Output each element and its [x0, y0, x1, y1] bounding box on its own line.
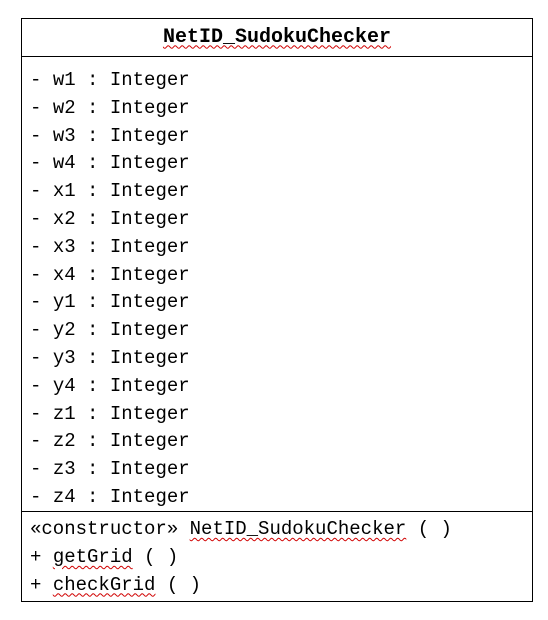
attribute-separator: : [87, 430, 99, 453]
attribute-name: w2 [52, 96, 76, 119]
attribute-separator: : [87, 207, 99, 230]
attribute-row: - x2 : Integer [30, 206, 532, 234]
attribute-separator: : [87, 346, 99, 369]
attribute-separator: : [87, 319, 99, 342]
attribute-type: Integer [109, 458, 190, 481]
attribute-type: Integer [109, 402, 190, 425]
attribute-visibility: - [30, 291, 42, 314]
constructor-stereotype: «constructor» [30, 518, 179, 540]
attribute-visibility: - [30, 430, 42, 453]
attribute-name: z3 [52, 458, 76, 481]
attribute-separator: : [87, 485, 99, 508]
method-visibility: + [30, 545, 42, 568]
attribute-row: - x1 : Integer [30, 178, 532, 206]
attribute-separator: : [87, 235, 99, 258]
attribute-type: Integer [109, 346, 190, 369]
attribute-name: w4 [52, 152, 76, 175]
attribute-visibility: - [30, 180, 42, 203]
attribute-row: - y3 : Integer [30, 345, 532, 373]
attribute-name: z2 [52, 430, 76, 453]
attribute-type: Integer [109, 374, 190, 397]
attribute-separator: : [87, 402, 99, 425]
class-name: NetID_SudokuChecker [162, 25, 392, 49]
attribute-type: Integer [109, 291, 190, 314]
method-params: ( ) [144, 545, 179, 568]
attribute-separator: : [87, 180, 99, 203]
attribute-type: Integer [109, 319, 190, 342]
class-name-compartment: NetID_SudokuChecker [22, 19, 532, 57]
attribute-row: - w1 : Integer [30, 67, 532, 95]
attribute-name: z1 [52, 402, 76, 425]
attribute-separator: : [87, 291, 99, 314]
method-name: getGrid [52, 545, 133, 568]
attribute-name: y1 [52, 291, 76, 314]
attribute-visibility: - [30, 69, 42, 91]
attribute-name: x4 [52, 263, 76, 286]
attribute-row: - w3 : Integer [30, 123, 532, 151]
attribute-row: - y2 : Integer [30, 317, 532, 345]
attribute-type: Integer [109, 96, 190, 119]
attribute-type: Integer [109, 235, 190, 258]
attribute-name: w3 [52, 124, 76, 147]
attribute-row: - w2 : Integer [30, 95, 532, 123]
attribute-visibility: - [30, 485, 42, 508]
attribute-separator: : [87, 69, 99, 91]
attribute-row: - z4 : Integer [30, 484, 532, 512]
attribute-type: Integer [109, 180, 190, 203]
attribute-visibility: - [30, 346, 42, 369]
attribute-type: Integer [109, 152, 190, 175]
attribute-visibility: - [30, 152, 42, 175]
attribute-name: y4 [52, 374, 76, 397]
attribute-visibility: - [30, 235, 42, 258]
attribute-visibility: - [30, 96, 42, 119]
attribute-visibility: - [30, 263, 42, 286]
attribute-visibility: - [30, 458, 42, 481]
attribute-row: - x4 : Integer [30, 262, 532, 290]
attribute-separator: : [87, 263, 99, 286]
method-row-check-grid: + checkGrid ( ) [30, 572, 532, 600]
attribute-name: z4 [52, 485, 76, 508]
attribute-row: - z2 : Integer [30, 428, 532, 456]
method-row-get-grid: + getGrid ( ) [30, 544, 532, 572]
method-row-constructor: «constructor» NetID_SudokuChecker ( ) [30, 516, 532, 544]
attribute-name: y3 [52, 346, 76, 369]
attribute-separator: : [87, 374, 99, 397]
attribute-type: Integer [109, 124, 190, 147]
methods-compartment: «constructor» NetID_SudokuChecker ( ) + … [22, 512, 532, 599]
attribute-separator: : [87, 124, 99, 147]
attribute-type: Integer [109, 207, 190, 230]
attribute-separator: : [87, 458, 99, 481]
attribute-type: Integer [109, 69, 190, 91]
attribute-row: - y4 : Integer [30, 373, 532, 401]
method-name: checkGrid [52, 573, 156, 596]
attribute-row: - x3 : Integer [30, 234, 532, 262]
attribute-visibility: - [30, 207, 42, 230]
attribute-row: - z1 : Integer [30, 401, 532, 429]
method-name: NetID_SudokuChecker [189, 518, 407, 540]
attribute-name: x2 [52, 207, 76, 230]
attribute-visibility: - [30, 319, 42, 342]
attribute-separator: : [87, 152, 99, 175]
method-visibility: + [30, 573, 42, 596]
attribute-separator: : [87, 96, 99, 119]
attribute-visibility: - [30, 402, 42, 425]
attributes-compartment: - w1 : Integer - w2 : Integer - w3 : Int… [22, 57, 532, 512]
attribute-type: Integer [109, 430, 190, 453]
attribute-row: - y1 : Integer [30, 289, 532, 317]
attribute-name: x3 [52, 235, 76, 258]
attribute-name: y2 [52, 319, 76, 342]
attribute-visibility: - [30, 124, 42, 147]
attribute-name: x1 [52, 180, 76, 203]
attribute-name: w1 [52, 69, 76, 91]
method-params: ( ) [417, 518, 452, 540]
uml-class-box: NetID_SudokuChecker - w1 : Integer - w2 … [21, 18, 533, 602]
attribute-type: Integer [109, 263, 190, 286]
attribute-row: - z3 : Integer [30, 456, 532, 484]
attribute-type: Integer [109, 485, 190, 508]
attribute-row: - w4 : Integer [30, 150, 532, 178]
attribute-visibility: - [30, 374, 42, 397]
method-params: ( ) [166, 573, 202, 596]
